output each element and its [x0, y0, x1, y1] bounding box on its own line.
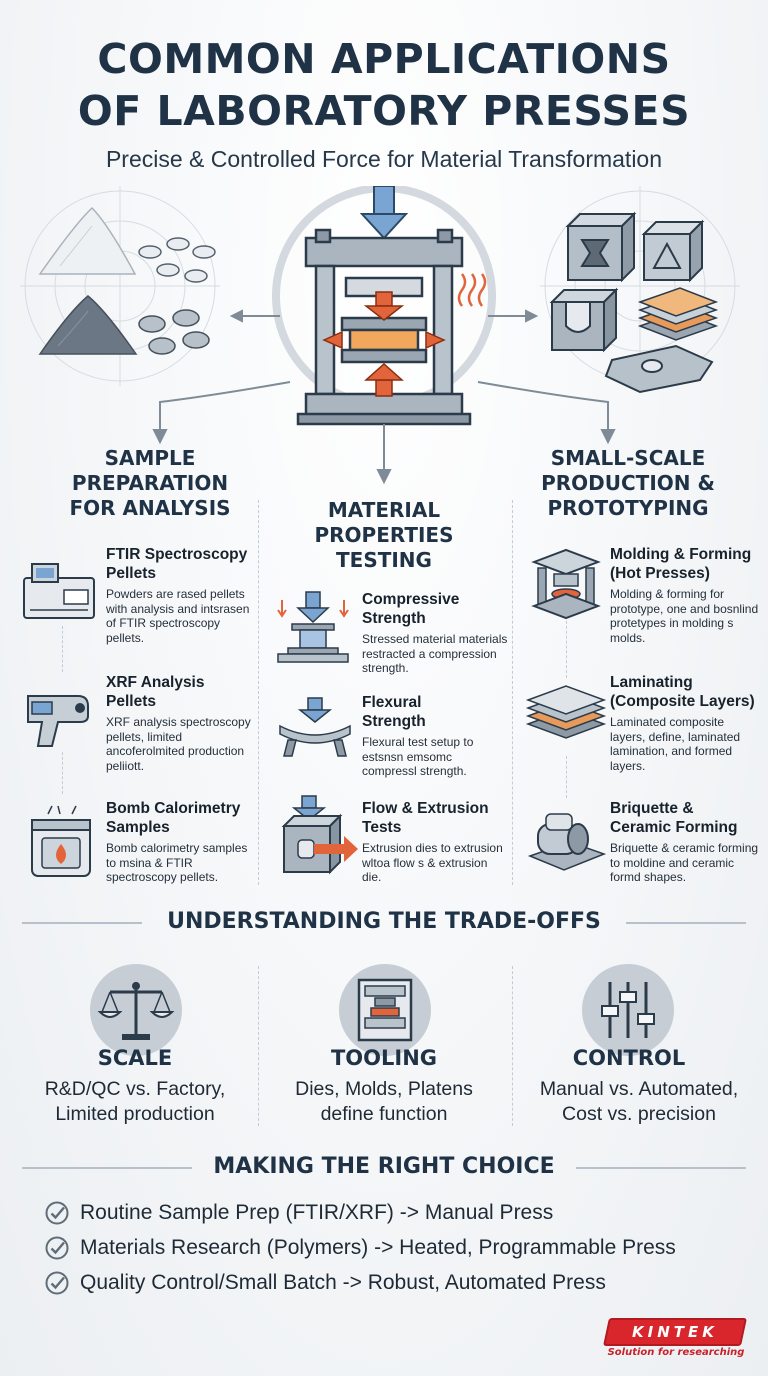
choice-heading: MAKING THE RIGHT CHOICE — [213, 1154, 555, 1179]
tradeoff-desc-scale: R&D/QC vs. Factory, Limited production — [44, 1078, 226, 1125]
mold-block-icon — [565, 211, 637, 283]
column-heading-material-testing: MATERIAL PROPERTIES TESTING — [314, 498, 454, 572]
check-circle-icon — [45, 1201, 69, 1225]
item-description: Extrusion dies to extrusion wltoa flow s… — [362, 841, 503, 884]
item-description: XRF analysis spectroscopy pellets, limit… — [106, 715, 251, 773]
hot-press-mold-icon — [531, 548, 601, 620]
item-compressive-strength: Compressive Strength Stressed material m… — [362, 590, 508, 676]
column-1-connector-a — [62, 626, 63, 672]
left-target-rings — [20, 186, 220, 386]
item-description: Molding & forming for prototype, one and… — [610, 587, 759, 645]
extrusion-icon — [281, 795, 358, 875]
item-briquette-ceramic: Briquette & Ceramic Forming Briquette & … — [610, 799, 760, 885]
item-description: Briquette & ceramic forming to moldine a… — [610, 841, 759, 884]
item-title: Molding & Forming (Hot Presses) — [610, 546, 752, 582]
choice-rule-right — [576, 1167, 746, 1169]
top-force-arrow-icon — [359, 186, 409, 240]
column-heading-production: SMALL-SCALE PRODUCTION & PROTOTYPING — [541, 446, 715, 520]
page-title-line-2: OF LABORATORY PRESSES — [77, 87, 691, 135]
column-heading-sample-prep: SAMPLE PREPARATION FOR ANALYSIS — [69, 446, 231, 520]
laminate-stack-icon — [637, 287, 719, 341]
item-xrf-pellets: XRF Analysis Pellets XRF analysis spectr… — [106, 673, 254, 773]
item-bomb-calorimetry: Bomb Calorimetry Samples Bomb calorimetr… — [106, 799, 254, 885]
spectrometer-icon — [23, 563, 95, 619]
check-circle-icon — [45, 1271, 69, 1295]
choice-rule-left — [22, 1167, 192, 1169]
tradeoffs-divider-right — [512, 966, 513, 1126]
item-molding-forming: Molding & Forming (Hot Presses) Molding … — [610, 545, 760, 645]
tradeoffs-rule-right — [626, 922, 746, 924]
balance-scale-icon — [97, 982, 175, 1040]
white-powder-pile-icon — [38, 206, 137, 275]
item-flow-extrusion: Flow & Extrusion Tests Extrusion dies to… — [362, 799, 508, 885]
xrf-gun-icon — [27, 695, 89, 747]
press-tool-icon — [357, 978, 413, 1042]
large-pellets-icon — [138, 309, 210, 355]
warning-cube-icon — [641, 219, 705, 283]
dark-powder-pile-icon — [38, 295, 138, 355]
item-laminating: Laminating (Composite Layers) Laminated … — [610, 673, 760, 773]
choice-item: Materials Research (Polymers) -> Heated,… — [44, 1235, 676, 1261]
item-title: Flexural Strength — [362, 694, 426, 730]
item-title: XRF Analysis Pellets — [106, 674, 205, 710]
side-arrows — [229, 309, 539, 323]
column-divider-right — [512, 500, 513, 885]
item-title: Laminating (Composite Layers) — [610, 674, 755, 710]
compression-arrows — [322, 291, 446, 397]
item-title: Compressive Strength — [362, 591, 460, 627]
laminate-layers-icon — [525, 685, 607, 739]
tradeoff-title-scale: SCALE — [97, 1046, 173, 1070]
choice-item: Quality Control/Small Batch -> Robust, A… — [44, 1270, 606, 1296]
page-title-line-1: COMMON APPLICATIONS — [97, 35, 671, 83]
item-title: Bomb Calorimetry Samples — [106, 800, 241, 836]
tradeoffs-heading: UNDERSTANDING THE TRADE-OFFS — [167, 909, 601, 934]
tradeoffs-divider-left — [258, 966, 259, 1126]
column-3-connector-a — [566, 616, 567, 678]
choice-item: Routine Sample Prep (FTIR/XRF) -> Manual… — [44, 1200, 553, 1226]
item-flexural-strength: Flexural Strength Flexural test setup to… — [362, 693, 508, 779]
laboratory-press-icon — [296, 228, 472, 426]
item-description: Laminated composite layers, define, lami… — [610, 715, 741, 773]
item-description: Stressed material materials restracted a… — [362, 632, 508, 675]
tradeoff-title-tooling: TOOLING — [330, 1046, 438, 1070]
choice-text: Routine Sample Prep (FTIR/XRF) -> Manual… — [80, 1201, 554, 1224]
hero-illustration — [20, 186, 740, 485]
item-ftir-pellets: FTIR Spectroscopy Pellets Powders are ra… — [106, 545, 254, 645]
item-description: Bomb calorimetry samples to msina & FTIR… — [106, 841, 248, 884]
calorimeter-icon — [31, 805, 91, 877]
u-block-icon — [549, 287, 619, 353]
choice-text: Quality Control/Small Batch -> Robust, A… — [80, 1271, 606, 1294]
tradeoffs-rule-left — [22, 922, 142, 924]
shaped-part-icon — [604, 344, 714, 394]
item-description: Powders are rased pellets with analysis … — [106, 587, 250, 645]
briquette-icon — [527, 813, 607, 871]
small-pellets-icon — [138, 237, 216, 283]
item-description: Flexural test setup to estsnsn emsomc co… — [362, 735, 474, 778]
item-title: Flow & Extrusion Tests — [362, 800, 489, 836]
kintek-logo: KINTEK — [603, 1318, 747, 1346]
check-circle-icon — [45, 1236, 69, 1260]
heat-waves-icon — [457, 273, 487, 307]
logo-text: KINTEK — [632, 1323, 718, 1341]
page-subtitle: Precise & Controlled Force for Material … — [105, 146, 663, 172]
compression-icon — [277, 591, 349, 663]
item-title: FTIR Spectroscopy Pellets — [106, 546, 248, 582]
column-divider-left — [258, 500, 259, 885]
choice-text: Materials Research (Polymers) -> Heated,… — [80, 1236, 676, 1259]
branch-connectors — [152, 381, 616, 485]
tradeoff-title-control: CONTROL — [572, 1046, 686, 1070]
flexural-icon — [279, 697, 351, 757]
brand-tagline: Solution for researching — [607, 1347, 745, 1358]
tradeoff-desc-tooling: Dies, Molds, Platens define function — [295, 1078, 473, 1125]
sliders-icon — [601, 982, 655, 1038]
item-title: Briquette & Ceramic Forming — [610, 800, 738, 836]
tradeoff-desc-control: Manual vs. Automated, Cost vs. precision — [539, 1078, 739, 1125]
column-1-connector-b — [62, 752, 63, 794]
column-3-connector-b — [566, 756, 567, 798]
